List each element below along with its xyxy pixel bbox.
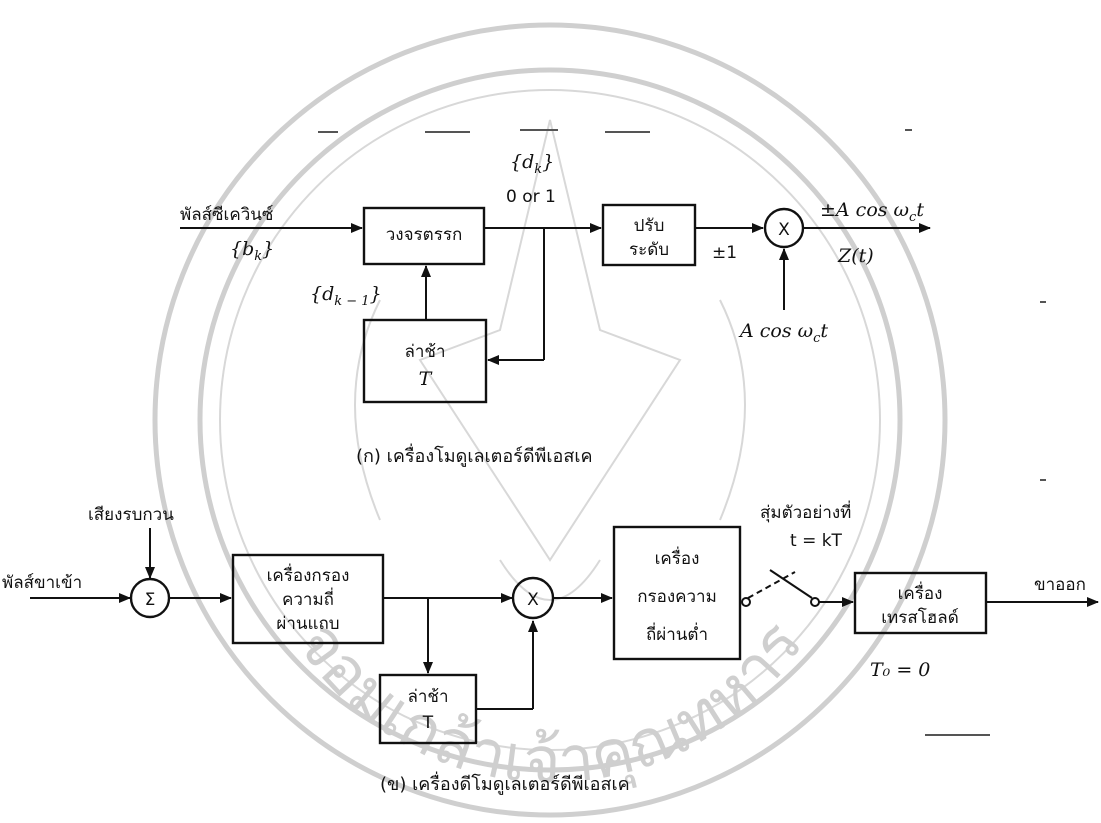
demod-output-label: ขาออก <box>1034 575 1086 595</box>
university-seal-watermark: จอมเกล้าเจ้าคุณทหาร <box>155 25 945 815</box>
sum-symbol: Σ <box>145 590 156 610</box>
logic-circuit-label: วงจรตรรก <box>386 225 463 245</box>
switch-blade <box>770 570 812 598</box>
dpsk-modulator: พัลส์ซีเควินซ์ {bk} วงจรตรรก {dk} 0 or 1… <box>180 151 930 467</box>
noise-label: เสียงรบกวน <box>88 505 174 525</box>
lpf-label-3: ถี่ผ่านต่ำ <box>646 622 708 645</box>
mod-delay-T: T <box>419 368 433 390</box>
threshold-value: T₀ = 0 <box>870 659 930 681</box>
bpf-label-3: ผ่านแถบ <box>276 614 339 634</box>
sample-time: t = kT <box>790 531 843 551</box>
threshold-label-2: เทรสโฮลด์ <box>881 607 959 628</box>
demod-delay-label: ล่าช้า <box>407 687 448 707</box>
mod-input-label: พัลส์ซีเควินซ์ <box>180 205 273 225</box>
sample-label: สุ่มตัวอย่างที่ <box>760 500 851 523</box>
bpf-label-2: ความถี่ <box>282 587 334 610</box>
switch-contact-right <box>811 598 819 606</box>
demod-mult-symbol: X <box>527 590 539 610</box>
threshold-label-1: เครื่อง <box>898 581 943 604</box>
switch-contact-left <box>742 598 750 606</box>
level-shift-label-2: ระดับ <box>629 240 669 260</box>
bpf-label-1: เครื่องกรอง <box>267 563 350 586</box>
dk-symbol: {dk} <box>510 151 554 177</box>
output-zt-label: Z(t) <box>837 245 874 267</box>
dk1-symbol: {dk − 1} <box>310 283 382 309</box>
demod-caption: (ข) เครื่องดีโมดูเลเตอร์ดีพีเอสเค <box>380 771 630 795</box>
carrier-label: A cos ωct <box>738 320 828 346</box>
lpf-label-2: กรองความ <box>637 587 717 607</box>
demod-delay-T: T <box>422 713 434 733</box>
pm1-label: ±1 <box>712 243 737 263</box>
lpf-label-1: เครื่อง <box>655 546 700 569</box>
mod-mult-symbol: X <box>778 220 790 240</box>
level-shift-label-1: ปรับ <box>634 216 665 236</box>
dk-values: 0 or 1 <box>506 187 556 207</box>
mod-caption: (ก) เครื่องโมดูเลเตอร์ดีพีเอสเค <box>356 443 593 467</box>
demod-input-label: พัลส์ขาเข้า <box>2 573 82 593</box>
sampler-pointer <box>748 572 795 598</box>
mod-delay-label: ล่าช้า <box>404 342 445 362</box>
